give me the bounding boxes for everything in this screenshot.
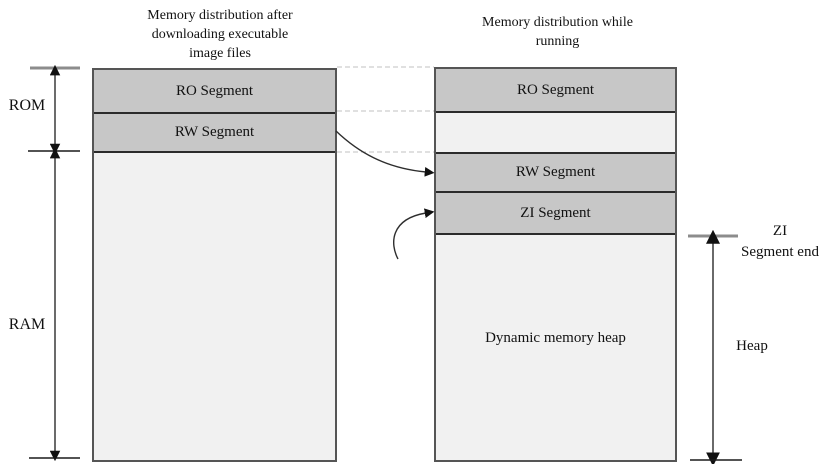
ram-extent-bracket	[29, 147, 80, 462]
zi-segment-end-label: ZI Segment end	[728, 221, 829, 263]
memory-box-after-download: RO Segment RW Segment	[92, 68, 337, 462]
left-column-title: Memory distribution after downloading ex…	[115, 6, 325, 63]
segment-zi-right: ZI Segment	[436, 193, 675, 235]
segment-rw-left: RW Segment	[94, 114, 335, 153]
segment-label: RW Segment	[515, 164, 596, 180]
right-title-line: Memory distribution while	[482, 15, 633, 30]
segment-label: Dynamic memory heap	[485, 330, 626, 346]
left-title-line: Memory distribution after	[147, 8, 293, 23]
segment-gap-right	[436, 113, 675, 154]
segment-ro-right: RO Segment	[436, 69, 675, 113]
dashed-guide-lines	[337, 66, 434, 153]
zi-relocation-arrow	[393, 208, 435, 260]
left-title-line: image files	[189, 46, 251, 61]
segment-label: ZI Segment	[520, 204, 591, 221]
right-column-title: Memory distribution while running	[455, 13, 660, 51]
segment-heap-right: Dynamic memory heap	[436, 235, 675, 460]
zi-segment-end-line: ZI	[772, 223, 788, 239]
left-title-line: downloading executable	[151, 27, 289, 42]
segment-ro-left: RO Segment	[94, 70, 335, 114]
segment-rw-right: RW Segment	[436, 154, 675, 193]
rom-label: ROM	[8, 97, 46, 114]
memory-box-while-running: RO Segment RW Segment ZI Segment Dynamic…	[434, 67, 677, 462]
segment-empty-ram-left	[94, 153, 335, 460]
ram-label: RAM	[8, 316, 46, 333]
rw-relocation-arrow	[335, 130, 435, 177]
right-title-line: running	[535, 34, 580, 49]
segment-label: RO Segment	[516, 81, 595, 98]
heap-label: Heap	[736, 338, 768, 354]
zi-segment-end-line: Segment end	[741, 244, 819, 260]
segment-label: RW Segment	[174, 124, 255, 140]
segment-label: RO Segment	[175, 82, 254, 99]
